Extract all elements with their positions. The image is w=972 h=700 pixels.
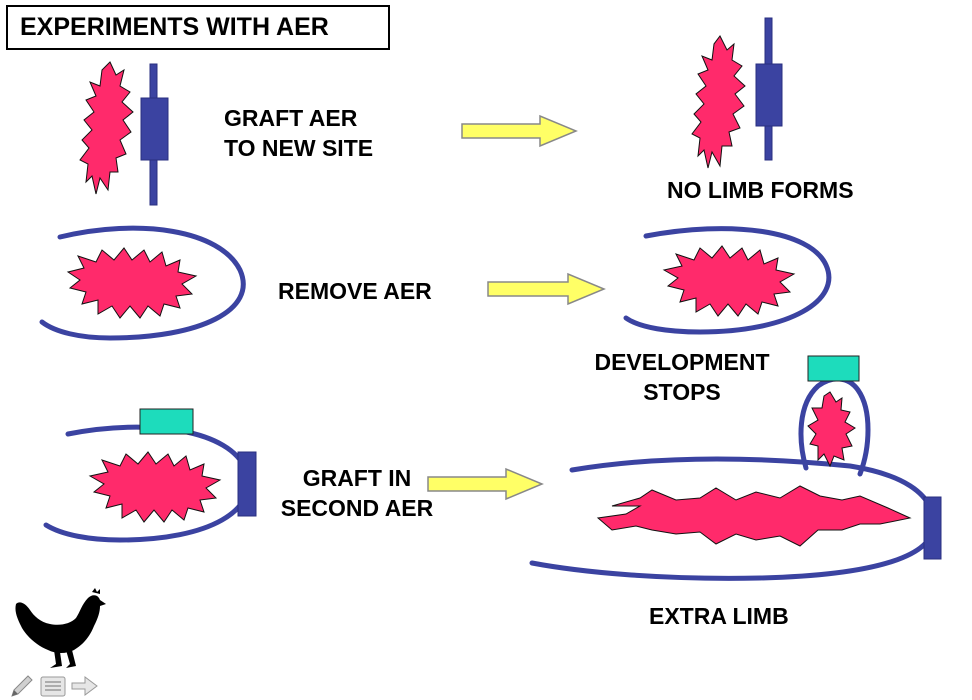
row3-step-line2: SECOND AER xyxy=(280,495,434,521)
slide-navigation xyxy=(11,675,98,697)
title-box: EXPERIMENTS WITH AER xyxy=(6,5,390,50)
graft-aer xyxy=(807,355,860,382)
arrow-row1 xyxy=(461,114,578,148)
slide-title: EXPERIMENTS WITH AER xyxy=(20,13,329,41)
mesenchyme-star xyxy=(662,245,796,317)
mesenchyme-star xyxy=(596,485,912,547)
mesenchyme-star xyxy=(691,35,746,169)
aer-block xyxy=(755,63,783,127)
row2-result-label: DEVELOPMENT STOPS xyxy=(580,347,784,407)
graft-aer xyxy=(139,408,194,435)
ectoderm-outline xyxy=(39,225,246,341)
pencil-icon[interactable] xyxy=(11,675,33,697)
row3-right-bud xyxy=(529,355,942,581)
notes-icon[interactable] xyxy=(40,676,66,697)
mesenchyme-star xyxy=(66,247,198,319)
mesenchyme-star xyxy=(88,451,222,523)
row1-step-label: GRAFT AER TO NEW SITE xyxy=(224,103,373,163)
row1-right-graft xyxy=(691,17,783,169)
hen-silhouette-icon xyxy=(15,588,107,668)
row2-left-bud xyxy=(39,225,246,341)
aer-block xyxy=(923,496,942,560)
aer-block xyxy=(237,451,257,517)
row2-result-line1: DEVELOPMENT xyxy=(594,349,770,375)
row3-step-line1: GRAFT IN xyxy=(302,465,412,491)
row1-result-label: NO LIMB FORMS xyxy=(667,177,854,203)
arrow-row2 xyxy=(487,272,606,306)
next-arrow-icon[interactable] xyxy=(71,676,98,696)
row3-result-label: EXTRA LIMB xyxy=(649,603,789,629)
row1-left-graft xyxy=(79,61,169,206)
row3-left-bud xyxy=(43,408,257,543)
row3-step-label: GRAFT IN SECOND AER xyxy=(268,463,446,523)
mesenchyme-star xyxy=(79,61,134,195)
row2-result-line2: STOPS xyxy=(643,379,721,405)
ectoderm-outline xyxy=(623,226,832,335)
row1-step-line2: TO NEW SITE xyxy=(224,135,374,161)
arrow-row3 xyxy=(427,467,544,501)
row2-right-bud xyxy=(623,226,832,335)
row2-step-label: REMOVE AER xyxy=(278,278,432,304)
mesenchyme-star xyxy=(807,391,856,468)
row1-step-line1: GRAFT AER xyxy=(224,105,358,131)
aer-block xyxy=(140,97,169,161)
